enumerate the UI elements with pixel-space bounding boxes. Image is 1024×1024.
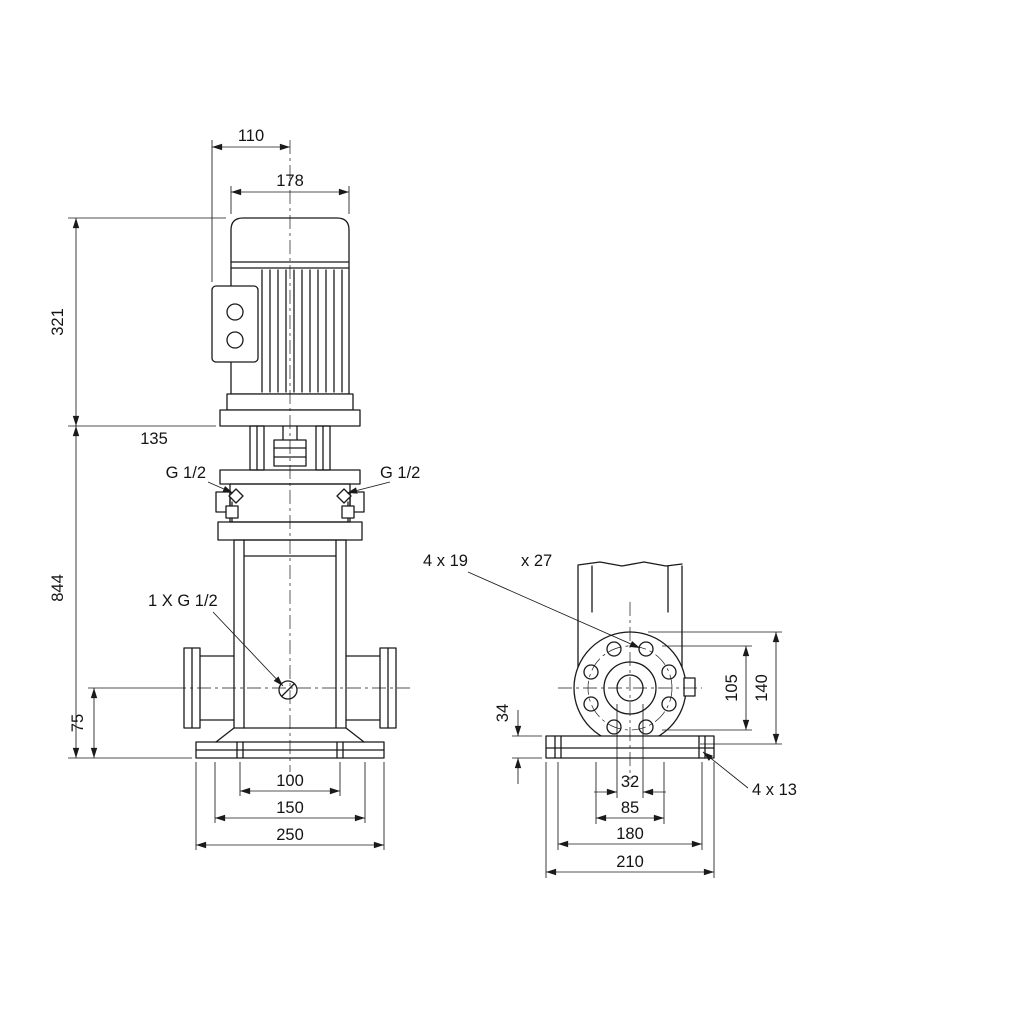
dim-label-210: 210 [616,853,644,871]
dim-label-100: 100 [276,772,304,790]
bolt-hole-6 [583,696,599,712]
dim-label-85: 85 [621,799,639,817]
base-casting [215,727,365,743]
terminal-box [211,285,259,363]
dim-label-32: 32 [621,773,639,791]
dim-label-75: 75 [69,714,87,732]
leader-drain [212,611,284,687]
bolt-hole-5 [606,719,622,735]
dim-label-250: 250 [276,826,304,844]
bolt-hole-4 [638,719,654,735]
bolt-hole-8 [606,641,622,657]
bolt-hole-7 [583,664,599,680]
dim-label-180: 180 [616,825,644,843]
body-break-line [577,561,683,567]
motor [211,217,361,427]
pipe-plug-left [228,488,244,504]
stay-bolt-nut-right [341,505,355,519]
dim-label-105: 105 [723,674,741,702]
flange-holes-label: 4 x 19 [423,552,468,570]
port-pipes [199,655,381,721]
dim-label-110: 110 [238,127,264,145]
cable-entry-bottom [226,331,244,349]
dim-label-178: 178 [276,172,304,190]
dim-label-135: 135 [140,430,168,448]
leader-base-holes [702,751,749,789]
leader-port-right [346,481,391,494]
bolt-hole-3 [661,696,677,712]
stay-bolt-nut-left [225,505,239,519]
dim-label-150: 150 [276,799,304,817]
leader-port-left [207,481,234,494]
dim-label-844: 844 [49,574,67,602]
port-label-right: G 1/2 [380,464,420,482]
motor-fan-cover [230,217,350,269]
pump-head [215,469,365,541]
pipe-plug-right [336,488,352,504]
front-view: 110 178 321 135 G 1/2 G 1/2 844 1 X G 1/… [49,127,420,850]
body-side-lines [577,565,683,668]
drain-plug-slot [281,683,295,697]
side-dimension-lines [467,571,782,878]
drain-plug [278,680,298,700]
front-dimension-labels: 110 178 321 135 G 1/2 G 1/2 844 1 X G 1/… [49,127,420,844]
cable-entry-top [226,303,244,321]
drain-port-label: 1 X G 1/2 [148,592,218,610]
side-view: 4 x 19 x 27 105 140 34 32 85 180 210 4 x… [423,552,797,878]
port-label-left: G 1/2 [166,464,206,482]
front-extension-lines [68,140,385,850]
gauge-tap [683,677,696,697]
dim-label-321: 321 [49,308,67,336]
front-dimension-lines [68,140,391,850]
bolt-hole-2 [661,664,677,680]
coupling-guard-lines [256,425,324,471]
side-dimension-labels: 4 x 19 x 27 105 140 34 32 85 180 210 4 x… [423,552,797,871]
side-body [577,561,683,668]
dim-label-140: 140 [753,674,771,702]
dim-label-34: 34 [494,704,512,722]
side-extension-lines [512,631,782,878]
base-holes-label: 4 x 13 [752,781,797,799]
chamber-sleeve-lines [243,539,337,729]
flange-holes-label-cont: x 27 [521,552,552,570]
leader-flange-holes [467,571,641,649]
bolt-hole-1 [638,641,654,657]
suction-discharge-flanges [183,647,397,729]
motor-fins [261,269,343,393]
